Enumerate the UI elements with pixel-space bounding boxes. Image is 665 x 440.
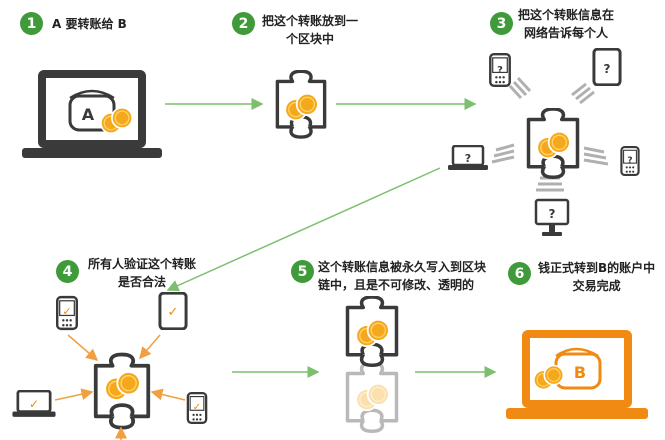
step-3-caption: 把这个转账信息在 网络告诉每个人 [518, 8, 615, 40]
step-5-caption: 这个转账信息被永久写入到区块 链中，且是不可修改、透明的 [318, 260, 487, 292]
svg-text:?: ? [465, 152, 471, 165]
phone-icon: ? [489, 53, 511, 87]
arrow-3-4 [166, 167, 441, 292]
tablet-icon: ✓ [158, 292, 188, 330]
svg-text:?: ? [604, 62, 611, 76]
phone-icon: ? [620, 146, 640, 176]
verification-network: ✓ ✓ ✓ ✓ [12, 292, 208, 440]
phone-icon: ✓ [56, 295, 78, 331]
wallet-label-a: A [82, 105, 95, 124]
svg-text:✓: ✓ [62, 305, 71, 318]
block-puzzle-step2 [275, 70, 327, 139]
wallet-icon: A [68, 89, 116, 132]
phone-icon: ✓ [186, 392, 208, 424]
step-2-badge: 2 [232, 12, 255, 35]
step-4-badge: 4 [56, 260, 79, 283]
monitor-icon: ? [534, 198, 570, 236]
tablet-icon: ? [592, 48, 622, 86]
svg-text:?: ? [549, 207, 556, 221]
wallet-icon: B [554, 347, 602, 390]
receiver-laptop: B [506, 330, 648, 419]
step-1-caption: A 要转账给 B [52, 17, 127, 31]
svg-text:✓: ✓ [29, 397, 39, 411]
laptop-icon: ? [448, 145, 488, 171]
step-4-caption: 所有人验证这个转账 是否合法 [88, 257, 197, 289]
step-6-badge: 6 [508, 262, 531, 285]
svg-text:✓: ✓ [193, 402, 201, 413]
blockchain-chain [345, 296, 399, 434]
step-1-badge: 1 [20, 12, 43, 35]
laptop-icon: ✓ [12, 390, 56, 418]
broadcast-network: ? ? ? ? ? [448, 48, 640, 236]
step-6-caption: 钱正式转到B的账户中 交易完成 [538, 261, 656, 293]
step-5-badge: 5 [291, 260, 314, 283]
sender-laptop: A [22, 70, 162, 158]
wallet-label-b: B [574, 363, 586, 382]
svg-text:✓: ✓ [168, 305, 179, 320]
step-2-caption: 把这个转账放到一 个区块中 [262, 14, 359, 46]
svg-text:?: ? [627, 156, 632, 166]
step-3-badge: 3 [490, 12, 513, 35]
svg-text:?: ? [497, 65, 503, 76]
